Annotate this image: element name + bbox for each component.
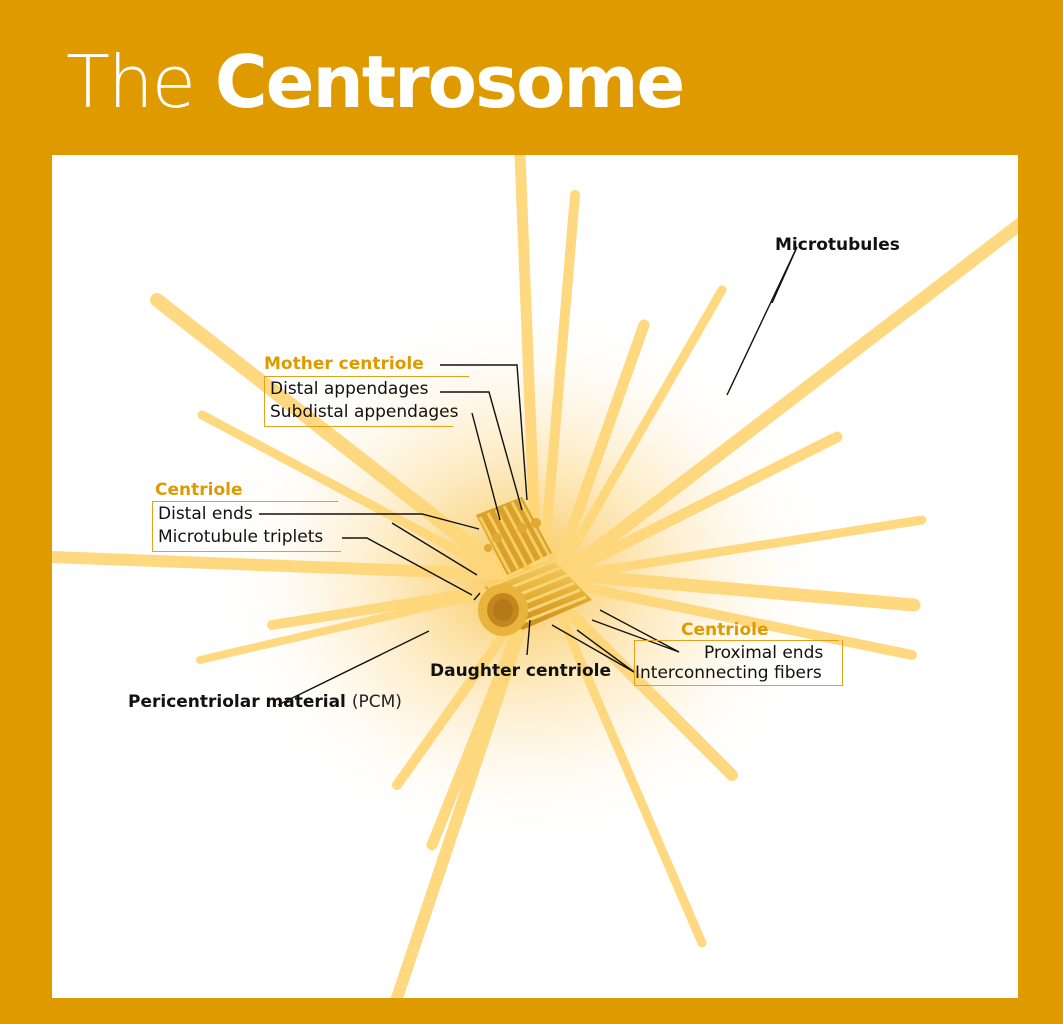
title-bold: Centrosome [214, 40, 685, 124]
diagram-panel: Microtubules Mother centriole Distal app… [52, 155, 1018, 998]
microtubule [426, 589, 538, 851]
microtubule [537, 190, 580, 590]
centriole-right-underline [634, 640, 839, 641]
pcm-abbr: (PCM) [351, 692, 402, 712]
centriole-left-heading: Centriole [155, 480, 243, 500]
microtubule [514, 155, 543, 591]
microtubule [547, 285, 727, 590]
leader-lines [259, 246, 798, 706]
microtubule [556, 431, 843, 581]
mother-centriole-underline [264, 376, 469, 377]
daughter-centriole-label: Daughter centriole [430, 661, 611, 681]
microtubules-group [52, 155, 1018, 998]
interconnecting-fibers-label: Interconnecting fibers [635, 663, 822, 683]
distal-appendages-label: Distal appendages [270, 379, 429, 399]
page-title: The Centrosome [66, 36, 685, 128]
microtubule [267, 580, 527, 630]
daughter-centriole [478, 558, 592, 636]
microtubule [546, 319, 650, 591]
mother-centriole-bracket [264, 376, 453, 427]
microtubule-triplets-label: Microtubule triplets [158, 527, 324, 547]
microtubule [197, 410, 527, 590]
proximal-ends-label: Proximal ends [704, 643, 824, 663]
microtubule [547, 590, 707, 948]
centriole-left-bracket [152, 501, 341, 552]
pcm-name: Pericentriolar material [128, 692, 346, 712]
title-light: The [66, 40, 196, 124]
microtubule [567, 515, 927, 580]
microtubule [567, 580, 917, 660]
mother-centriole [476, 497, 552, 575]
mother-centriole-heading: Mother centriole [264, 354, 424, 374]
microtubule [150, 293, 529, 592]
microtubule [565, 568, 921, 612]
centrosome-illustration [52, 155, 1018, 998]
centriole-left-underline [152, 501, 338, 502]
microtubule [555, 217, 1018, 582]
pcm-label: Pericentriolar material (PCM) [128, 691, 402, 713]
microtubule [52, 551, 528, 581]
centriole-right-bracket [634, 640, 843, 686]
microtubules-label: Microtubules [775, 235, 900, 255]
subdistal-appendages-label: Subdistal appendages [270, 402, 459, 422]
centriole-right-heading: Centriole [681, 620, 769, 640]
distal-ends-label: Distal ends [158, 504, 253, 524]
